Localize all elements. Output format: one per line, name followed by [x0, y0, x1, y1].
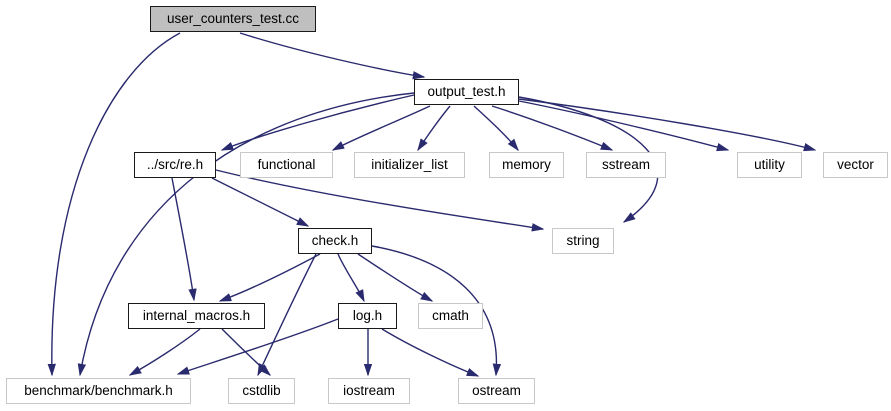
graph-edge-user_counters_test-to-output_test — [239, 32, 426, 80]
graph-node-label: initializer_list — [371, 157, 448, 173]
graph-edge-src_re-to-internal_macros — [171, 177, 197, 302]
graph-node-label: benchmark/benchmark.h — [24, 383, 173, 399]
graph-node-label: functional — [257, 157, 316, 173]
graph-edge-check-to-cstdlib — [257, 253, 317, 377]
graph-node-log[interactable]: log.h — [338, 303, 397, 329]
graph-node-label: sstream — [601, 157, 650, 173]
graph-node-label: string — [566, 233, 600, 249]
graph-node-check[interactable]: check.h — [298, 228, 372, 254]
graph-node-label: log.h — [352, 308, 383, 324]
graph-edge-src_re-to-string — [215, 169, 545, 232]
graph-node-cmath[interactable]: cmath — [418, 303, 483, 329]
graph-edge-internal_macros-to-cstdlib — [221, 328, 272, 376]
graph-node-label: memory — [502, 157, 551, 173]
graph-node-user_counters_test[interactable]: user_counters_test.cc — [150, 6, 316, 32]
graph-node-label: internal_macros.h — [142, 308, 251, 324]
graph-node-utility[interactable]: utility — [737, 152, 802, 178]
graph-edge-output_test-to-memory — [473, 105, 519, 152]
graph-edge-output_test-to-initializer_list — [417, 105, 451, 152]
graph-node-cstdlib[interactable]: cstdlib — [228, 378, 295, 404]
graph-node-label: cstdlib — [242, 383, 281, 399]
graph-edge-output_test-to-src_re — [220, 94, 415, 151]
graph-node-label: ../src/re.h — [146, 157, 204, 173]
graph-node-label: utility — [754, 157, 785, 173]
graph-node-benchmark[interactable]: benchmark/benchmark.h — [6, 378, 191, 404]
graph-node-initializer_list[interactable]: initializer_list — [354, 152, 465, 178]
graph-edge-output_test-to-sstream — [491, 105, 614, 151]
graph-edge-check-to-internal_macros — [218, 253, 321, 302]
graph-edge-log-to-ostream — [381, 328, 480, 377]
graph-node-label: vector — [837, 157, 874, 173]
graph-node-label: iostream — [343, 383, 395, 399]
graph-node-output_test[interactable]: output_test.h — [414, 79, 519, 105]
graph-node-src_re[interactable]: ../src/re.h — [134, 152, 216, 178]
graph-node-label: user_counters_test.cc — [166, 11, 300, 27]
graph-edge-internal_macros-to-benchmark — [128, 328, 201, 376]
graph-node-vector[interactable]: vector — [823, 152, 888, 178]
graph-edge-check-to-cmath — [357, 253, 434, 302]
graph-node-label: cmath — [432, 308, 469, 324]
graph-edge-output_test-to-vector — [518, 98, 817, 152]
graph-node-memory[interactable]: memory — [489, 152, 564, 178]
graph-node-label: output_test.h — [427, 84, 506, 100]
graph-node-iostream[interactable]: iostream — [328, 378, 410, 404]
graph-edge-output_test-to-utility — [518, 100, 730, 152]
graph-node-sstream[interactable]: sstream — [586, 152, 666, 178]
graph-node-ostream[interactable]: ostream — [458, 378, 535, 404]
graph-edge-check-to-log — [337, 253, 365, 303]
graph-edge-output_test-to-functional — [331, 105, 431, 151]
graph-node-string[interactable]: string — [552, 228, 614, 254]
graph-node-functional[interactable]: functional — [240, 152, 333, 178]
graph-node-internal_macros[interactable]: internal_macros.h — [128, 303, 265, 329]
graph-node-label: check.h — [311, 233, 359, 249]
graph-node-label: ostream — [472, 383, 521, 399]
graph-edge-src_re-to-check — [211, 177, 310, 227]
